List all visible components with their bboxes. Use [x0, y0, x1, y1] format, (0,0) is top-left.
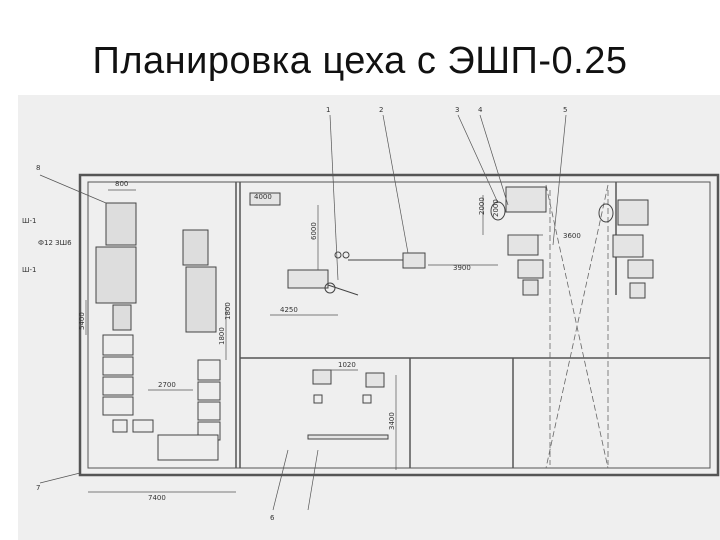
dim-4250: 4250 — [280, 306, 298, 314]
dim-2000-a: 2000 — [478, 197, 486, 215]
left-label-3: Ш-1 — [22, 266, 36, 274]
callout-2: 2 — [379, 106, 383, 114]
dim-1800: 1800 — [218, 327, 226, 345]
floor-plan-background — [18, 95, 720, 540]
dim-2700: 2700 — [158, 381, 176, 389]
callout-7: 7 — [36, 484, 40, 492]
callout-5: 5 — [563, 106, 567, 114]
dim-3400: 3400 — [388, 412, 396, 430]
leader-lines — [39, 114, 567, 511]
slide-title: Планировка цеха с ЭШП-0.25 — [92, 40, 628, 82]
callout-4: 4 — [478, 106, 483, 114]
dim-3600: 3600 — [563, 232, 581, 240]
crane-path-lines — [545, 184, 609, 469]
dimension-lines — [85, 189, 543, 493]
left-label-1: Ш-1 — [22, 217, 36, 225]
callout-6: 6 — [270, 514, 275, 522]
callout-8: 8 — [36, 164, 40, 172]
bottom-equipment — [307, 369, 389, 440]
dim-1800-b: 1800 — [224, 302, 232, 320]
dim-6000: 6000 — [310, 222, 318, 240]
right-equipment — [490, 186, 654, 299]
left-label-2: Ф12 ЗШ6 — [38, 239, 72, 247]
dim-800: 800 — [115, 180, 128, 188]
dim-1020: 1020 — [338, 361, 356, 369]
dim-5400: 5400 — [78, 312, 86, 330]
outer-wall — [78, 173, 720, 477]
dim-4000: 4000 — [254, 193, 272, 201]
workshop-floor-plan: 8 7 1 2 3 4 5 6 Ш-1 Ф12 ЗШ6 Ш-1 800 2000… — [22, 106, 720, 522]
central-equipment — [249, 192, 426, 296]
dim-7400: 7400 — [148, 494, 166, 502]
dim-2000-b: 2000 — [492, 199, 500, 217]
callout-1: 1 — [326, 106, 330, 114]
dim-3900: 3900 — [453, 264, 471, 272]
callout-3: 3 — [455, 106, 459, 114]
furnace-line-left — [95, 202, 221, 461]
